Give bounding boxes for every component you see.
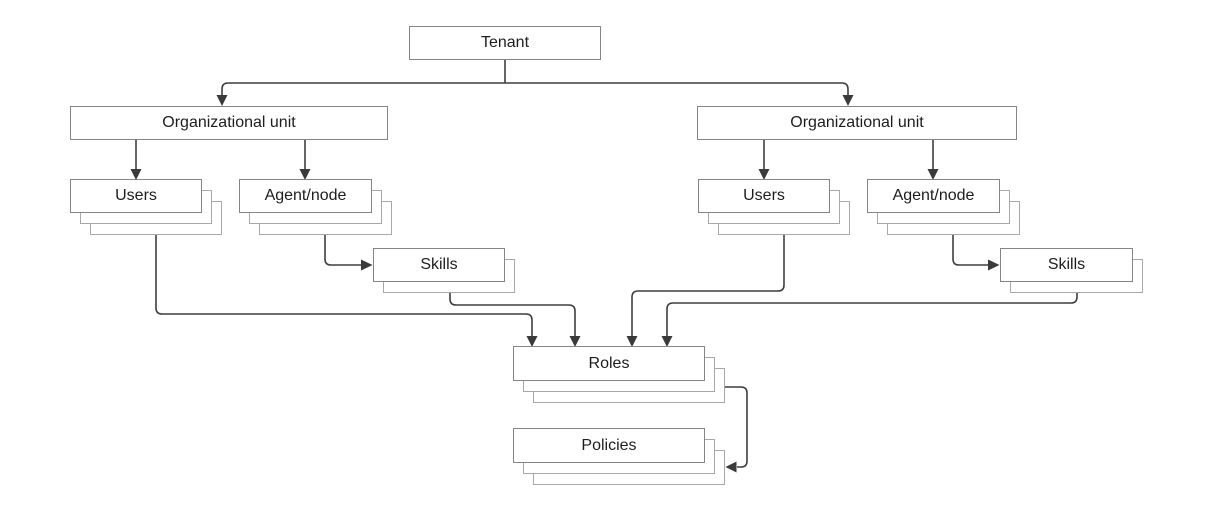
node-agent-right: Agent/node <box>867 179 1020 235</box>
node-ou-right: Organizational unit <box>697 106 1017 140</box>
node-ou-right-label: Organizational unit <box>790 114 924 131</box>
node-ou-left-label: Organizational unit <box>162 114 296 131</box>
node-users-right-label: Users <box>743 187 785 204</box>
node-policies-box: Policies <box>513 428 705 463</box>
arrowhead-roles-policies <box>725 461 737 473</box>
node-roles: Roles <box>513 346 725 403</box>
connector-roles-policies <box>725 386 748 468</box>
node-users-right: Users <box>698 179 850 235</box>
arrowhead-to-users-left <box>130 169 142 180</box>
node-agent-right-label: Agent/node <box>892 187 975 204</box>
node-policies: Policies <box>513 428 725 485</box>
node-tenant: Tenant <box>409 26 601 60</box>
node-skills-right-label: Skills <box>1047 256 1086 273</box>
connector-skillsright-roles <box>666 293 1078 336</box>
node-users-left-box: Users <box>70 179 202 213</box>
node-agent-right-box: Agent/node <box>867 179 1000 213</box>
arrowhead-skillsright-roles <box>661 336 673 347</box>
arrowhead-to-ou-right <box>842 95 854 106</box>
arrowhead-to-skills-right <box>988 259 1000 271</box>
connector-usersright-roles <box>631 235 785 336</box>
node-users-left-label: Users <box>115 187 157 204</box>
arrowhead-to-agent-left <box>299 169 311 180</box>
connector-agentleft-skills <box>324 235 361 266</box>
node-ou-left: Organizational unit <box>70 106 388 140</box>
arrowhead-usersleft-roles <box>526 336 538 347</box>
connector-agentright-skills <box>952 235 988 266</box>
connector-tenant-branch <box>221 82 849 95</box>
arrowhead-to-skills-left <box>361 259 373 271</box>
node-users-left: Users <box>70 179 222 235</box>
node-users-right-box: Users <box>698 179 830 213</box>
node-ou-left-box: Organizational unit <box>70 106 388 140</box>
node-skills-right: Skills <box>1000 248 1143 293</box>
arrowhead-usersright-roles <box>626 336 638 347</box>
node-skills-right-box: Skills <box>1000 248 1133 282</box>
arrowhead-to-ou-left <box>216 95 228 106</box>
connector-skillsleft-roles <box>449 293 576 336</box>
node-skills-left-label: Skills <box>420 256 458 273</box>
arrowhead-to-agent-right <box>927 169 939 180</box>
connector-usersleft-roles <box>155 235 533 336</box>
node-roles-box: Roles <box>513 346 705 381</box>
node-tenant-label: Tenant <box>480 34 530 51</box>
node-agent-left-box: Agent/node <box>239 179 372 213</box>
arrowhead-skillsleft-roles <box>569 336 581 347</box>
node-tenant-box: Tenant <box>409 26 601 60</box>
node-policies-label: Policies <box>581 436 637 454</box>
arrowhead-to-users-right <box>758 169 770 180</box>
node-agent-left: Agent/node <box>239 179 392 235</box>
node-agent-left-label: Agent/node <box>264 187 347 204</box>
node-skills-left-box: Skills <box>373 248 505 282</box>
node-roles-label: Roles <box>588 354 630 372</box>
node-ou-right-box: Organizational unit <box>697 106 1017 140</box>
node-skills-left: Skills <box>373 248 515 293</box>
